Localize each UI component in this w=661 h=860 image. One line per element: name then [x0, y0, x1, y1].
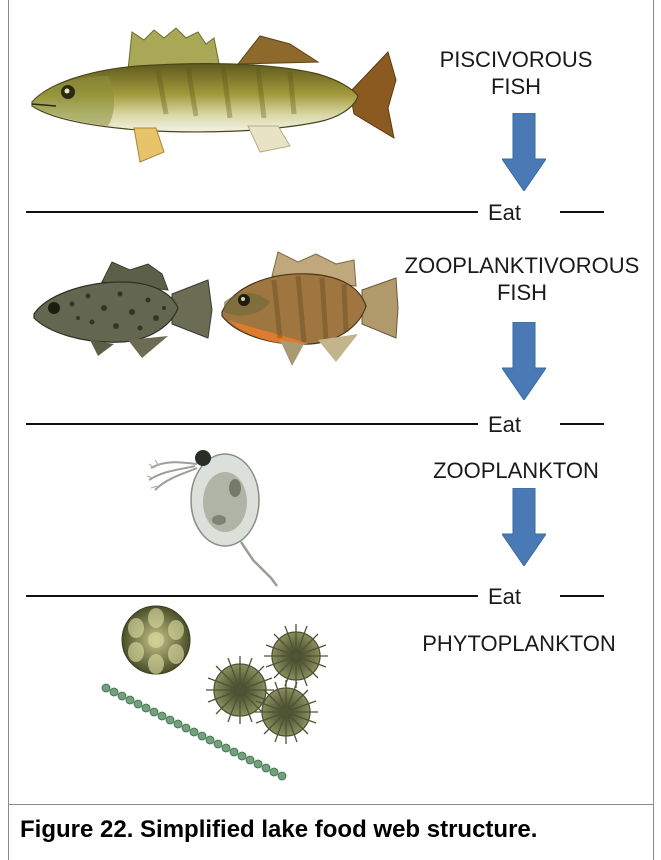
level-label-zooplankton: ZOOPLANKTON [416, 457, 616, 484]
divider-line [560, 595, 604, 597]
level-label-line1: ZOOPLANKTIVOROUS [388, 252, 656, 279]
eat-label: Eat [488, 412, 521, 438]
eat-label: Eat [488, 584, 521, 610]
level-label-line1: PISCIVOROUS [416, 46, 616, 73]
divider-line [560, 211, 604, 213]
down-arrow-icon [502, 322, 546, 400]
bluegill-fish-illustration [218, 250, 400, 370]
divider-line [26, 211, 478, 213]
caption-divider [8, 804, 654, 805]
down-arrow-icon [502, 113, 546, 191]
level-label-zooplanktivorous: ZOOPLANKTIVOROUS FISH [388, 252, 656, 306]
crappie-fish-illustration [32, 260, 214, 360]
daphnia-zooplankton-illustration [145, 440, 285, 588]
level-label-line1: PHYTOPLANKTON [404, 630, 634, 657]
walleye-fish-illustration [28, 22, 400, 172]
figure-caption: Figure 22. Simplified lake food web stru… [20, 816, 537, 844]
phytoplankton-illustration [100, 600, 330, 790]
level-label-line2: FISH [416, 73, 616, 100]
down-arrow-icon [502, 488, 546, 566]
eat-divider-2: Eat [26, 412, 616, 436]
eat-label: Eat [488, 200, 521, 226]
divider-line [560, 423, 604, 425]
level-label-piscivorous: PISCIVOROUS FISH [416, 46, 616, 100]
divider-line [26, 595, 478, 597]
level-label-line2: FISH [388, 279, 656, 306]
level-label-phytoplankton: PHYTOPLANKTON [404, 630, 634, 657]
eat-divider-1: Eat [26, 200, 616, 224]
level-label-line1: ZOOPLANKTON [416, 457, 616, 484]
divider-line [26, 423, 478, 425]
